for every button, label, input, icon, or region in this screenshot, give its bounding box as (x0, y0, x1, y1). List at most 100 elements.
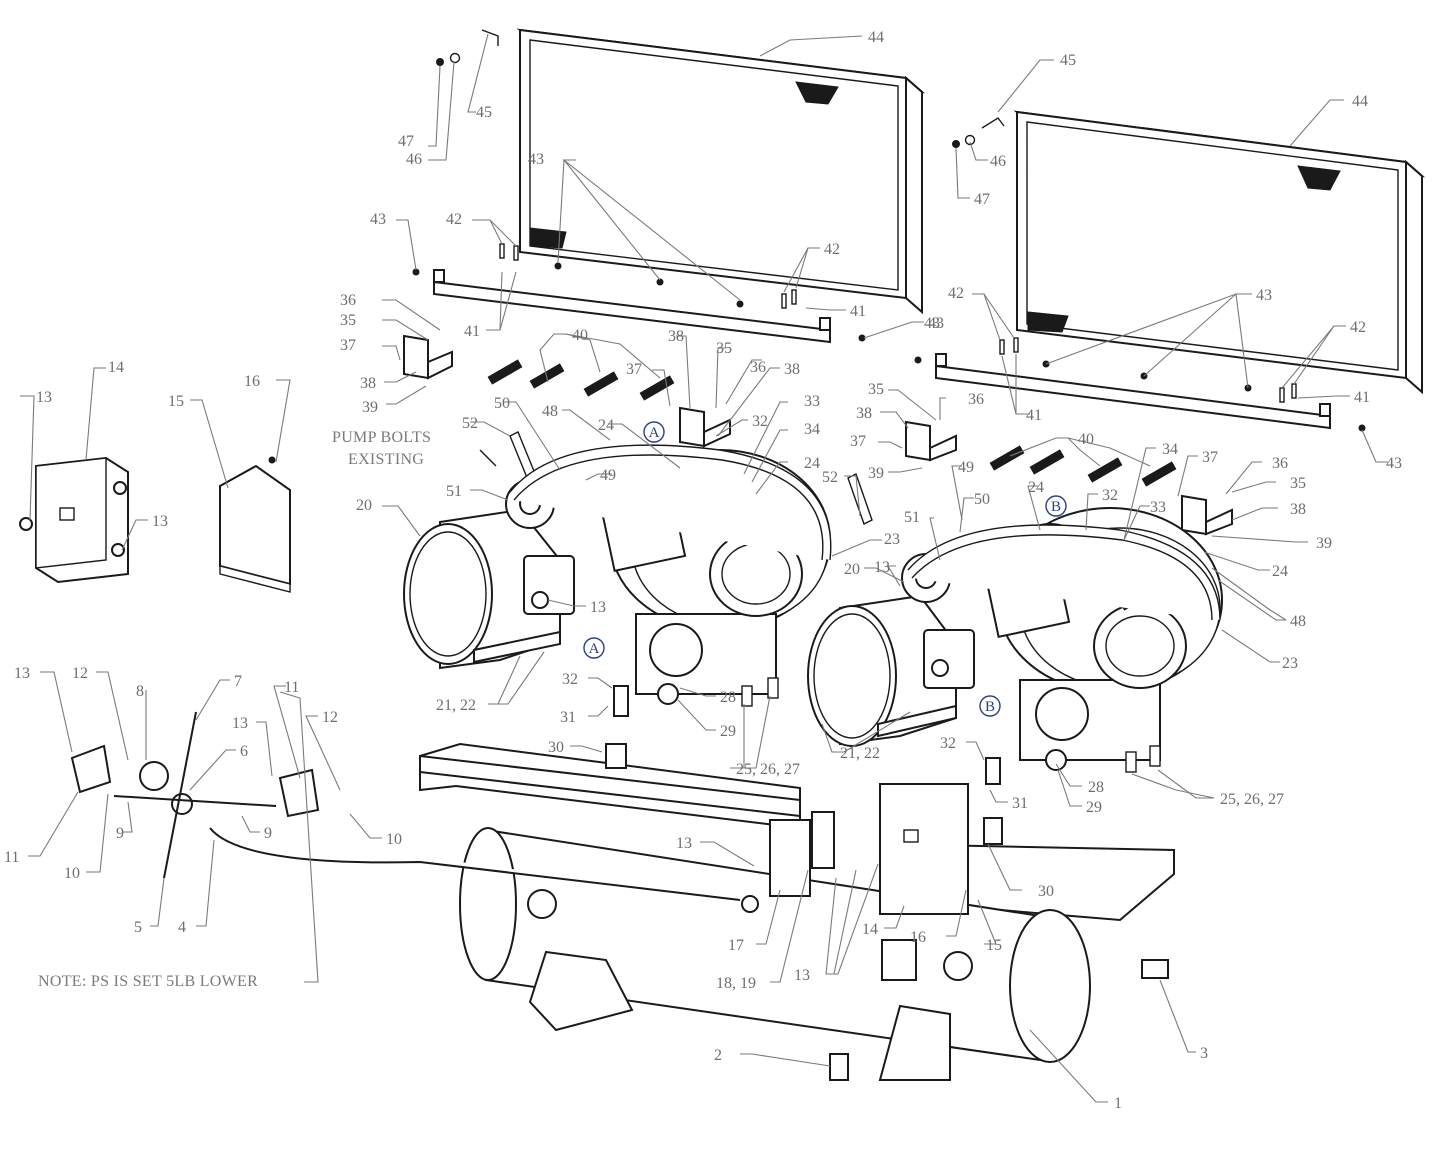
part-callout: 41 (1026, 407, 1042, 424)
part-callout: 20 (356, 497, 372, 514)
part-callout: 36 (750, 359, 766, 376)
pump-bolts-note-line1: PUMP BOLTS (332, 429, 431, 446)
callout-labels: 44 45 47 46 43 42 43 42 41 41 36 35 37 3… (4, 29, 1402, 1112)
belt-guard-left (516, 28, 926, 315)
part-callout: 13 (14, 665, 30, 682)
part-callout: 15 (168, 393, 184, 410)
part-callout: 13 (590, 599, 606, 616)
guard-rail-left (433, 269, 831, 344)
part-callout: 51 (904, 509, 920, 526)
part-callout: 28 (1088, 779, 1104, 796)
part-callout: 15 (986, 937, 1002, 954)
springs-left (487, 359, 675, 401)
part-callout: 16 (910, 929, 926, 946)
belts (509, 444, 1221, 621)
part-callout: 33 (1150, 499, 1166, 516)
part-callout: 50 (494, 395, 510, 412)
part-callout: 11 (284, 679, 299, 696)
part-callout: 42 (948, 285, 964, 302)
part-callout: 31 (560, 709, 576, 726)
part-callout: 44 (868, 29, 884, 46)
part-callout: 39 (1316, 535, 1332, 552)
pressure-manifold (70, 711, 759, 913)
letter-marker-a-top: A (643, 421, 665, 443)
part-callout: 30 (548, 739, 564, 756)
marker-letter: B (985, 699, 995, 715)
part-callout: 35 (868, 381, 884, 398)
pump-bolts-note-line2: EXISTING (348, 451, 424, 468)
part-callout: 23 (1282, 655, 1298, 672)
part-callout: 2 (714, 1047, 722, 1064)
tank-assembly (419, 742, 1175, 1081)
part-callout: 35 (340, 312, 356, 329)
part-callout: 14 (862, 921, 878, 938)
part-callout: 43 (924, 315, 940, 332)
part-callout: 49 (958, 459, 974, 476)
part-callout: 44 (1352, 93, 1368, 110)
part-callout: 17 (728, 937, 744, 954)
part-callout: 51 (446, 483, 462, 500)
part-callout: 23 (884, 531, 900, 548)
part-callout: 21, 22 (840, 745, 880, 762)
part-callout: 10 (386, 831, 402, 848)
part-callout: 37 (340, 337, 356, 354)
part-callout: 43 (928, 315, 944, 332)
part-callout: 41 (1354, 389, 1370, 406)
part-callout: 41 (464, 323, 480, 340)
part-callout: 49 (600, 467, 616, 484)
part-callout: 24 (598, 417, 614, 434)
guard-rail-right (935, 353, 1331, 430)
part-callout: 13 (874, 559, 890, 576)
part-callout: 18, 19 (716, 975, 756, 992)
leader-lines (20, 33, 1388, 1103)
motor-right (807, 553, 975, 747)
part-callout: 38 (784, 361, 800, 378)
part-callout: 47 (398, 133, 414, 150)
part-callout: 42 (824, 241, 840, 258)
part-callout: 9 (264, 825, 272, 842)
brackets (403, 334, 1233, 536)
pressure-switch-note: NOTE: PS IS SET 5LB LOWER (38, 973, 258, 990)
part-callout: 37 (626, 361, 642, 378)
control-box-loose (19, 456, 129, 584)
part-callout: 20 (844, 561, 860, 578)
mount-plate-loose (219, 456, 291, 593)
belt-guard-right (1013, 110, 1426, 395)
letter-marker-a-bottom: A (583, 637, 605, 659)
letter-marker-b-top: B (1045, 495, 1067, 517)
valves (605, 685, 1169, 1081)
springs-right (989, 445, 1177, 487)
part-callout: 7 (234, 673, 242, 690)
part-callout: 40 (1078, 431, 1094, 448)
part-callout: 24 (1028, 479, 1044, 496)
part-callout: 13 (152, 513, 168, 530)
part-callout: 43 (370, 211, 386, 228)
part-callout: 48 (542, 403, 558, 420)
part-callout: 37 (850, 433, 866, 450)
motor-left (403, 479, 575, 670)
letter-marker-b-bottom: B (979, 695, 1001, 717)
part-callout: 45 (1060, 52, 1076, 69)
part-callout: 50 (974, 491, 990, 508)
part-callout: 3 (1200, 1045, 1208, 1062)
hardware-left-guard (412, 29, 866, 342)
part-callout: 32 (752, 413, 768, 430)
part-callout: 25, 26, 27 (736, 761, 800, 778)
part-callout: 24 (1272, 563, 1288, 580)
part-callout: 32 (562, 671, 578, 688)
part-callout: 35 (1290, 475, 1306, 492)
part-callout: 41 (850, 303, 866, 320)
part-callout: 13 (232, 715, 248, 732)
part-callout: 13 (794, 967, 810, 984)
part-callout: 36 (1272, 455, 1288, 472)
part-callout: 38 (856, 405, 872, 422)
part-callout: 36 (340, 292, 356, 309)
part-callout: 16 (244, 373, 260, 390)
part-callout: 34 (1162, 441, 1178, 458)
part-callout: 47 (974, 191, 990, 208)
part-callout: 39 (362, 399, 378, 416)
part-callout: 6 (240, 743, 248, 760)
part-callout: 8 (136, 683, 144, 700)
part-callout: 10 (64, 865, 80, 882)
